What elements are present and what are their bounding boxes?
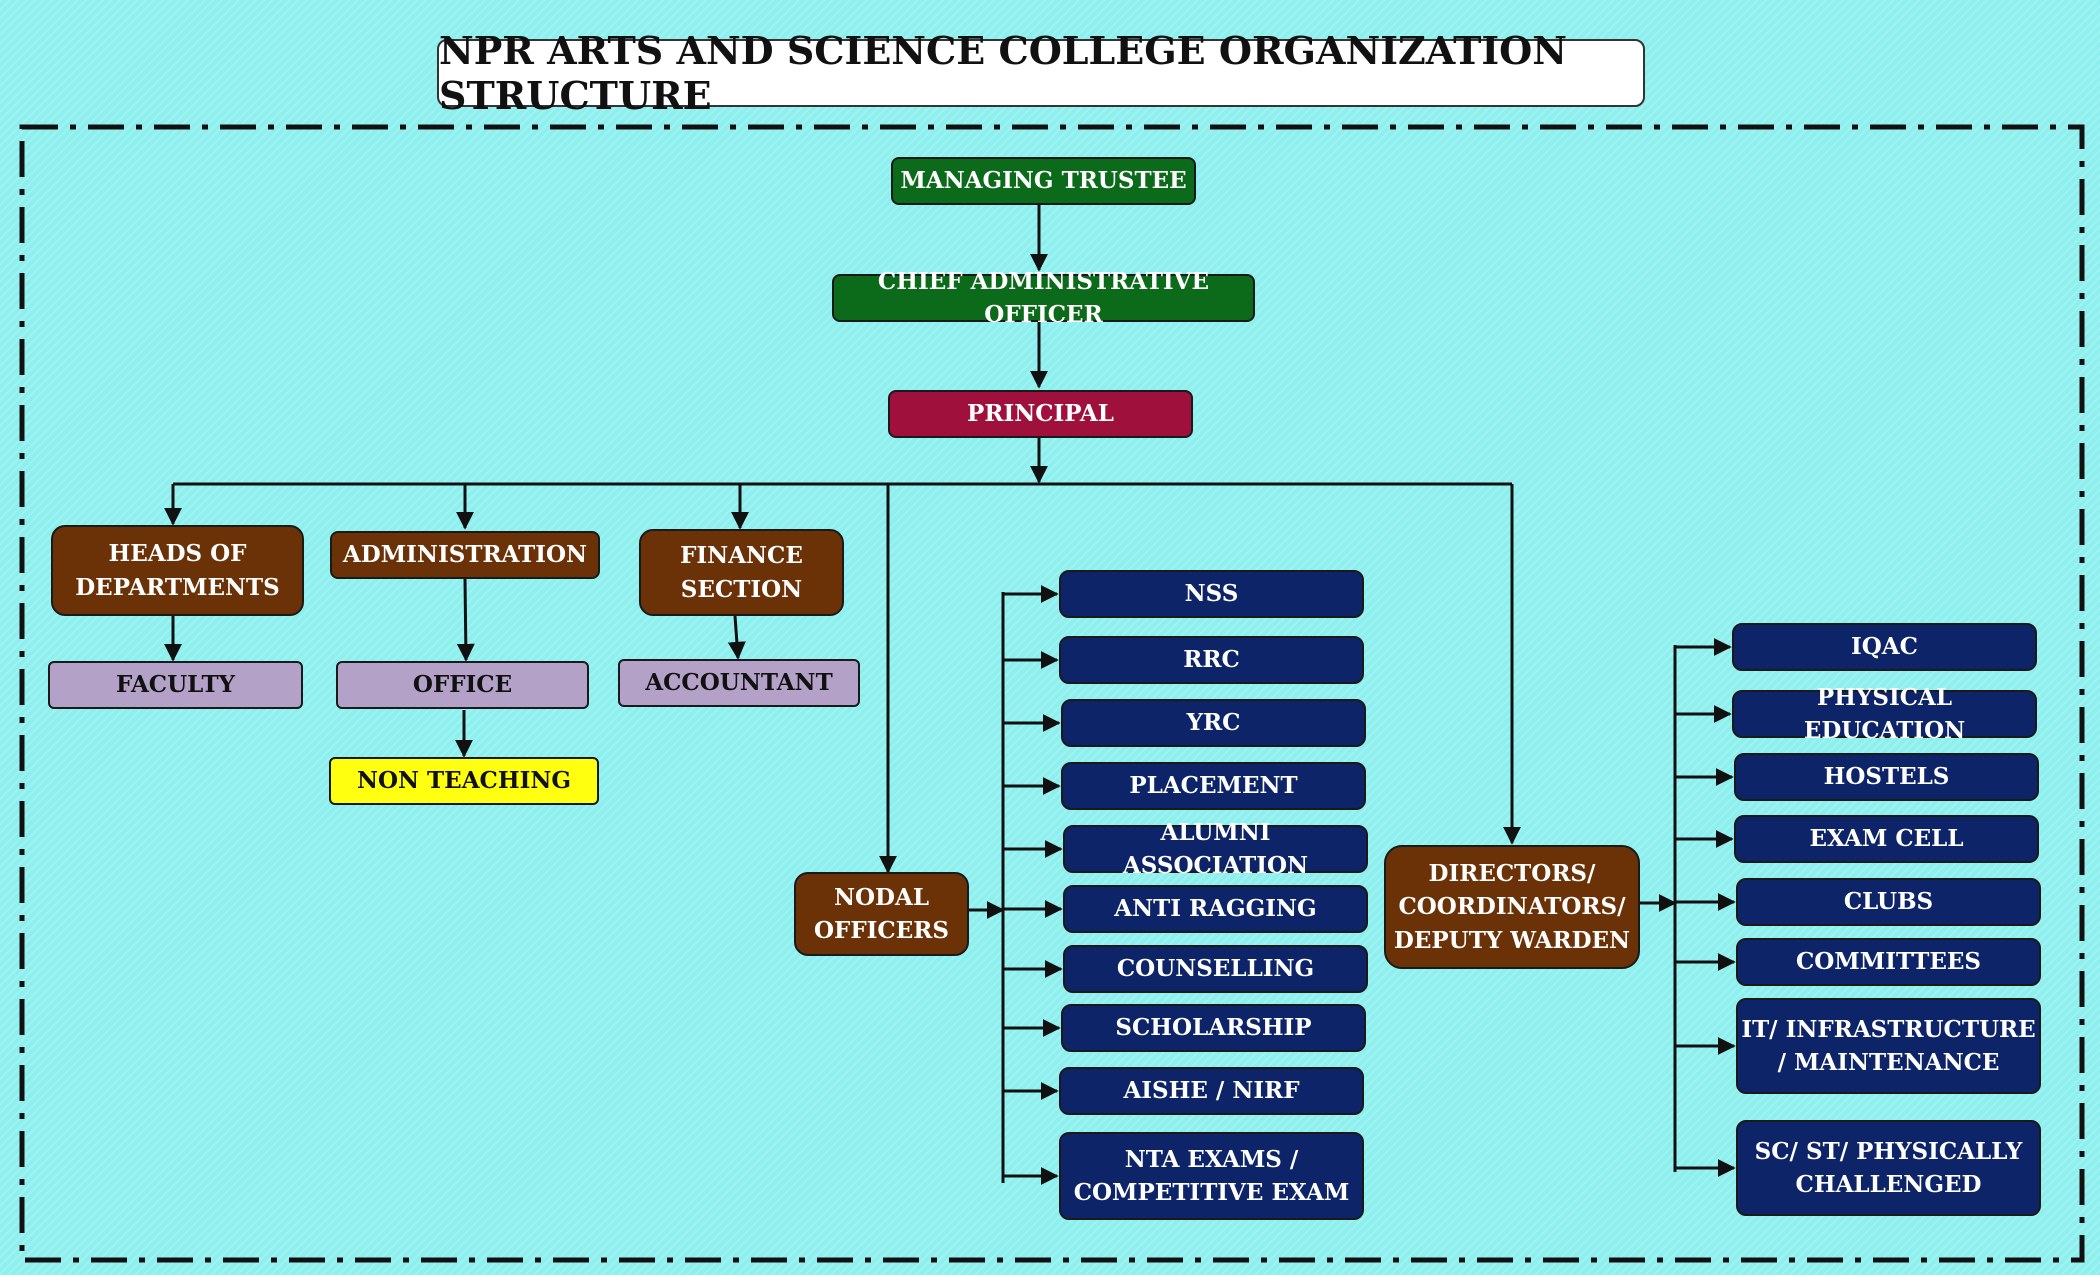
nodal-item-nta-exams[interactable]: NTA EXAMS / COMPETITIVE EXAM	[1059, 1132, 1364, 1220]
director-item-exam-cell[interactable]: EXAM CELL	[1734, 815, 2039, 863]
faculty-box[interactable]: FACULTY	[48, 661, 303, 709]
director-item-physical-education[interactable]: PHYSICAL EDUCATION	[1732, 684, 2037, 744]
nodal-item-counselling[interactable]: COUNSELLING	[1063, 945, 1368, 993]
nodal-item-alumni-association[interactable]: ALUMNI ASSOCIATION	[1063, 819, 1368, 879]
directors-coordinators-box[interactable]: DIRECTORS/ COORDINATORS/ DEPUTY WARDEN	[1384, 845, 1640, 969]
finance-section-box[interactable]: FINANCE SECTION	[639, 529, 844, 616]
nodal-officers-box[interactable]: NODAL OFFICERS	[794, 872, 969, 956]
director-item-sc-st-physically-challenged[interactable]: SC/ ST/ PHYSICALLY CHALLENGED	[1736, 1120, 2041, 1216]
principal-box[interactable]: PRINCIPAL	[888, 390, 1193, 438]
chief-administrative-officer-box[interactable]: CHIEF ADMINISTRATIVE OFFICER	[832, 268, 1255, 328]
director-item-committees[interactable]: COMMITTEES	[1736, 938, 2041, 986]
director-item-iqac[interactable]: IQAC	[1732, 623, 2037, 671]
non-teaching-box[interactable]: NON TEACHING	[329, 757, 599, 805]
line-finance-accountant	[727, 615, 746, 660]
managing-trustee-box[interactable]: MANAGING TRUSTEE	[891, 157, 1196, 205]
diagram-frame	[19, 124, 2085, 1263]
heads-of-departments-box[interactable]: HEADS OF DEPARTMENTS	[51, 525, 304, 616]
nodal-item-rrc[interactable]: RRC	[1059, 636, 1364, 684]
nodal-item-placement[interactable]: PLACEMENT	[1061, 762, 1366, 810]
nodal-item-yrc[interactable]: YRC	[1061, 699, 1366, 747]
office-box[interactable]: OFFICE	[336, 661, 589, 709]
line-admin-office	[456, 578, 475, 662]
nodal-item-scholarship[interactable]: SCHOLARSHIP	[1061, 1004, 1366, 1052]
director-item-it-infrastructure[interactable]: IT/ INFRASTRUCTURE / MAINTENANCE	[1736, 998, 2041, 1094]
director-item-clubs[interactable]: CLUBS	[1736, 878, 2041, 926]
nodal-item-aishe-nirf[interactable]: AISHE / NIRF	[1059, 1067, 1364, 1115]
nodal-item-nss[interactable]: NSS	[1059, 570, 1364, 618]
director-item-hostels[interactable]: HOSTELS	[1734, 753, 2039, 801]
accountant-box[interactable]: ACCOUNTANT	[618, 659, 860, 707]
administration-box[interactable]: ADMINISTRATION	[330, 531, 600, 579]
nodal-item-anti-ragging[interactable]: ANTI RAGGING	[1063, 885, 1368, 933]
